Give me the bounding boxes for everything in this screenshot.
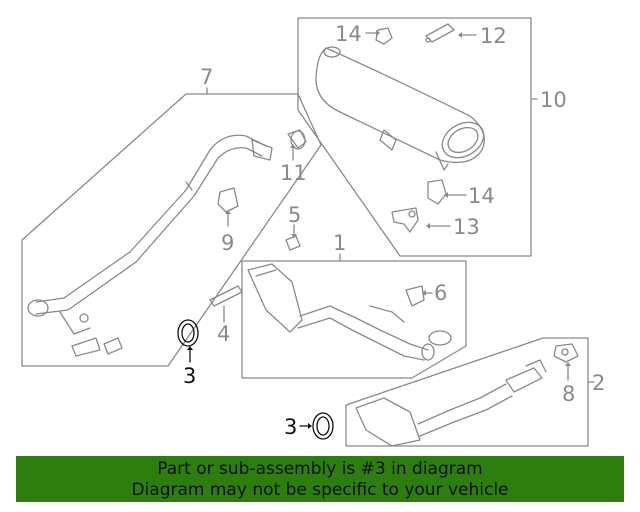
callout-7: 7 <box>200 65 213 89</box>
arrow-3-lower <box>308 423 312 429</box>
arrow-13 <box>426 223 430 229</box>
callout-10: 10 <box>540 88 567 112</box>
exhaust-parts-diagram: 1 2 3 3 4 5 6 7 8 9 10 11 12 13 14 14 <box>21 17 605 447</box>
arrow-14-mid <box>444 192 448 198</box>
callout-11: 11 <box>280 161 307 185</box>
hanger-14-top <box>375 27 393 45</box>
clamp-converter <box>428 330 452 346</box>
catalytic-converter-part <box>355 359 547 447</box>
gasket-8 <box>553 343 579 363</box>
bracket-13 <box>391 207 419 233</box>
callout-6: 6 <box>434 281 447 305</box>
arrow-14-top <box>376 30 380 36</box>
front-pipe-part <box>27 130 306 357</box>
callout-1: 1 <box>333 231 346 255</box>
callout-3-upper: 3 <box>183 364 196 388</box>
arrow-11 <box>290 144 296 148</box>
callout-2: 2 <box>592 371 605 395</box>
arrow-8 <box>565 362 571 366</box>
muffler-part <box>315 46 485 171</box>
bracket-6 <box>405 285 425 307</box>
callout-4: 4 <box>217 322 230 346</box>
arrow-9 <box>225 210 231 214</box>
arrow-12 <box>458 32 462 38</box>
info-banner: Part or sub-assembly is #3 in diagram Di… <box>16 456 624 502</box>
hanger-14-mid <box>427 179 447 205</box>
panel-converter-group <box>241 253 467 379</box>
callout-14-top: 14 <box>335 22 362 46</box>
arrow-6 <box>422 290 426 296</box>
callout-8: 8 <box>562 382 575 406</box>
callout-3-lower: 3 <box>284 415 297 439</box>
callout-5: 5 <box>288 203 301 227</box>
gasket-3-upper <box>177 319 199 347</box>
banner-line-disclaimer: Diagram may not be specific to your vehi… <box>131 480 509 500</box>
callout-12: 12 <box>480 24 507 48</box>
panel-front-pipe-group <box>21 87 322 367</box>
part-4 <box>209 285 243 307</box>
banner-line-part: Part or sub-assembly is #3 in diagram <box>157 459 483 479</box>
callout-14-mid: 14 <box>468 184 495 208</box>
panel-catalytic-group <box>345 337 595 447</box>
converter-part <box>247 263 435 361</box>
callout-13: 13 <box>453 215 480 239</box>
arrow-5 <box>291 234 297 238</box>
bracket-12 <box>425 23 455 43</box>
hanger-9 <box>217 187 239 213</box>
callout-9: 9 <box>221 231 234 255</box>
arrow-3-upper <box>187 346 193 350</box>
part-5 <box>285 235 301 251</box>
clamp-11 <box>287 129 307 149</box>
gasket-3-lower <box>312 412 334 440</box>
